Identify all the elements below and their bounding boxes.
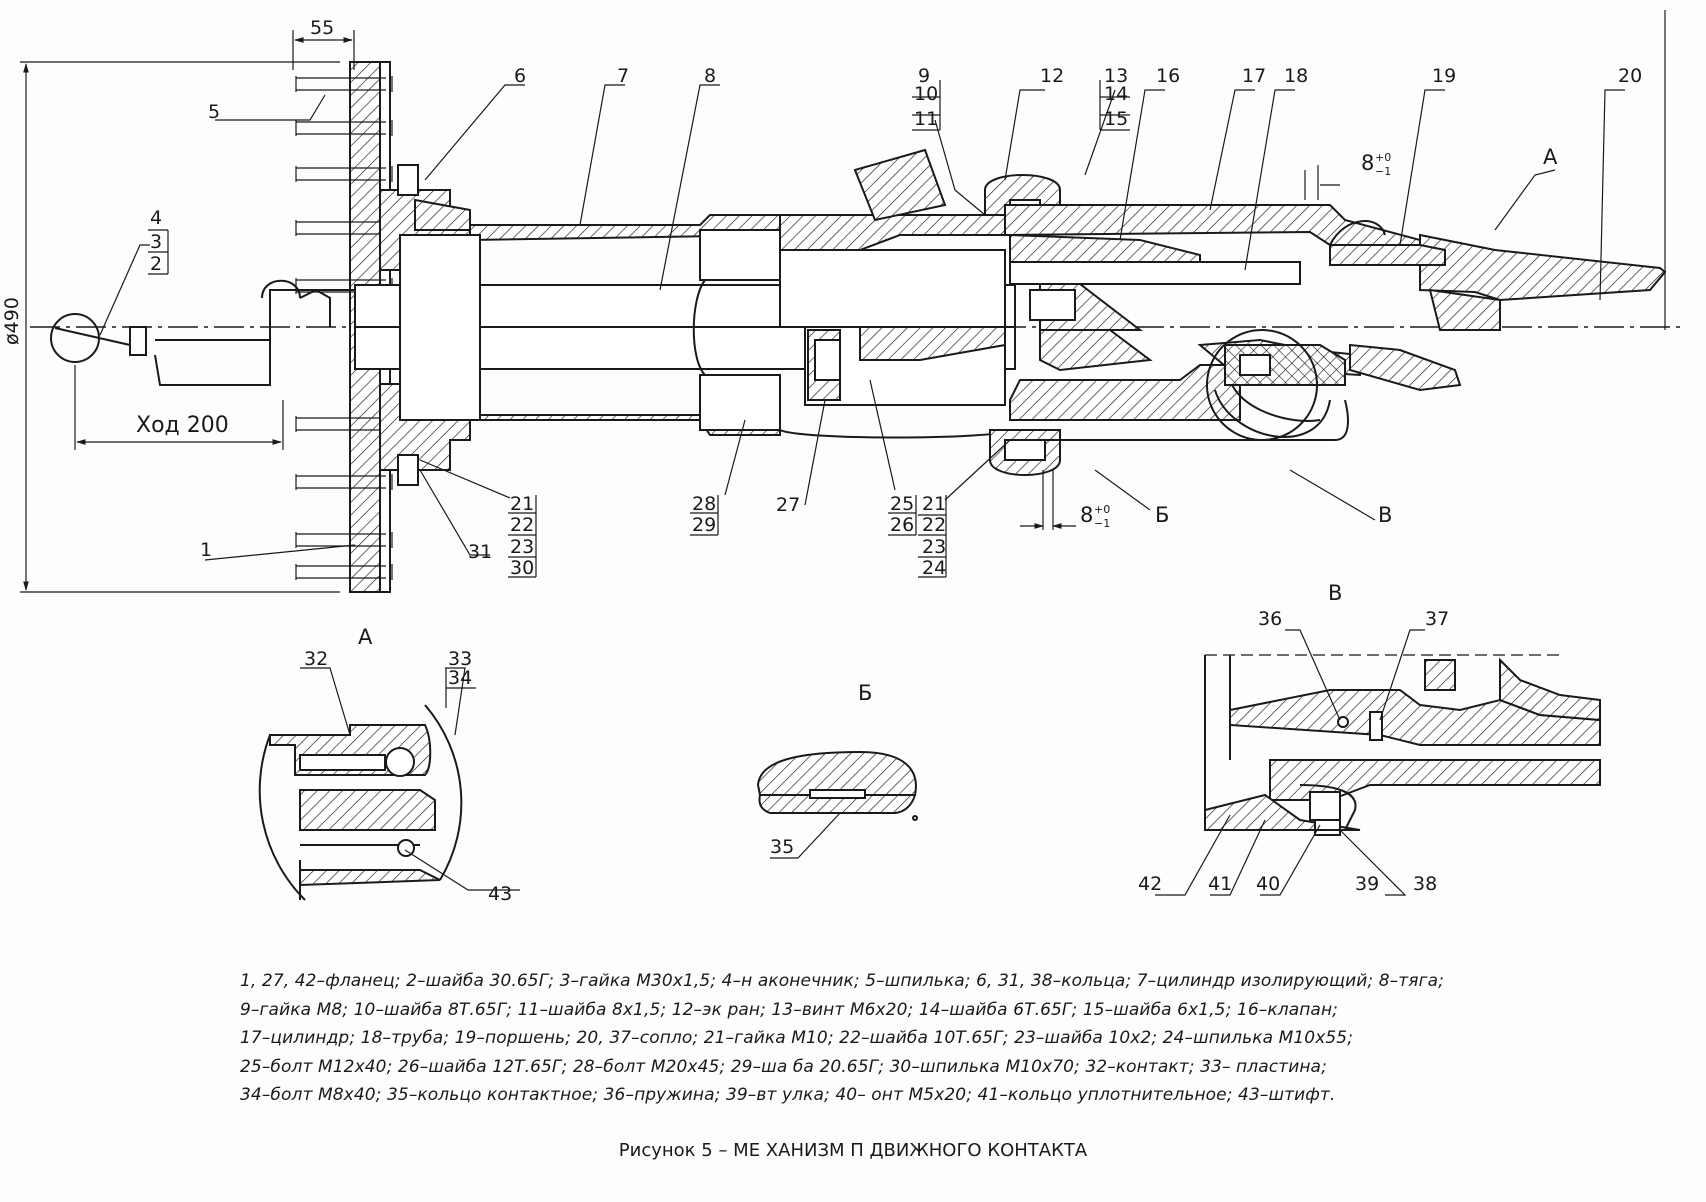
legend-line: 17–цилиндр; 18–труба; 19–поршень; 20, 37… — [240, 1028, 1354, 1048]
legend-line: 25–болт М12х40; 26–шайба 12Т.65Г; 28–бол… — [240, 1056, 1327, 1077]
callout-27: 27 — [776, 494, 800, 516]
callout-8: 8 — [704, 65, 716, 87]
callout-2: 2 — [150, 253, 162, 275]
callout-22-right: 22 — [922, 514, 946, 536]
callout-30: 30 — [510, 557, 534, 579]
figure-caption: Рисунок 5 – МЕ ХАНИЗМ П ДВИЖНОГО КОНТАКТ… — [618, 1140, 1088, 1161]
callout-16: 16 — [1156, 65, 1180, 87]
legend-line: 34–болт М8х40; 35–кольцо контактное; 36–… — [240, 1085, 1336, 1105]
callout-29: 29 — [692, 514, 716, 536]
callout-26: 26 — [890, 514, 914, 536]
dimension-lines — [20, 10, 1666, 593]
gap-bottom-tolerance-upper: +0 — [1094, 503, 1110, 516]
callout-22-left: 22 — [510, 514, 534, 536]
gap-top-tolerance-upper: +0 — [1375, 151, 1391, 164]
callout-9: 9 — [918, 65, 930, 87]
callout-23-left: 23 — [510, 536, 534, 558]
callout-39: 39 — [1355, 873, 1379, 895]
detail-a-title: А — [358, 625, 373, 649]
view-marker-b: Б — [1155, 503, 1169, 527]
gap-top-tolerance-lower: −1 — [1375, 165, 1391, 178]
callout-28: 28 — [692, 493, 716, 515]
cylinder-valve — [1004, 204, 1433, 441]
callout-19: 19 — [1432, 65, 1456, 87]
insulating-cylinder — [399, 214, 781, 436]
callout-38: 38 — [1413, 873, 1437, 895]
detail-a-view: А 32 33 34 43 — [258, 625, 520, 905]
nozzle — [1206, 220, 1667, 441]
callout-43: 43 — [488, 883, 512, 905]
callout-36: 36 — [1258, 608, 1282, 630]
callout-42: 42 — [1138, 873, 1162, 895]
view-marker-v: В — [1378, 503, 1392, 527]
callout-boxes — [148, 80, 1130, 578]
detail-v-title: В — [1328, 581, 1342, 605]
piston-body — [779, 148, 1061, 476]
callout-41: 41 — [1208, 873, 1232, 895]
callout-11: 11 — [914, 108, 938, 130]
callout-21-left: 21 — [510, 493, 534, 515]
callout-1: 1 — [200, 539, 212, 561]
legend-line: 9–гайка М8; 10–шайба 8Т.65Г; 11–шайба 8х… — [240, 999, 1338, 1020]
callout-23-right: 23 — [922, 536, 946, 558]
view-marker-a: А — [1543, 145, 1558, 169]
callout-4: 4 — [150, 207, 162, 229]
callout-35: 35 — [770, 836, 794, 858]
gap-bottom-tolerance-lower: −1 — [1094, 517, 1110, 530]
callout-5: 5 — [208, 101, 220, 123]
detail-v-view: В 36 37 42 41 40 39 38 — [1138, 581, 1601, 896]
callout-25: 25 — [890, 493, 914, 515]
gap-dimension-bottom: 8 — [1080, 503, 1093, 527]
main-assembly-view: ø490 55 Ход 200 8 +0 −1 8 +0 −1 5 6 7 8 … — [1, 10, 1680, 593]
callout-10: 10 — [914, 83, 938, 105]
callout-21-right: 21 — [922, 493, 946, 515]
callout-37: 37 — [1425, 608, 1449, 630]
callout-34: 34 — [448, 667, 472, 689]
gap-dimension-top: 8 — [1361, 151, 1374, 175]
detail-b-view: Б 35 — [756, 681, 918, 859]
callout-13: 13 — [1104, 65, 1128, 87]
callout-20: 20 — [1618, 65, 1642, 87]
callout-12: 12 — [1040, 65, 1064, 87]
callout-24: 24 — [922, 557, 946, 579]
parts-legend: 1, 27, 42–фланец; 2–шайба 30.65Г; 3–гайк… — [240, 967, 1680, 1110]
callout-31: 31 — [468, 541, 492, 563]
callout-14: 14 — [1104, 83, 1128, 105]
stroke-dimension: Ход 200 — [136, 413, 229, 438]
leader-lines — [99, 84, 1625, 561]
callout-18: 18 — [1284, 65, 1308, 87]
callout-40: 40 — [1256, 873, 1280, 895]
callout-32: 32 — [304, 648, 328, 670]
diameter-dimension: ø490 — [1, 297, 23, 345]
detail-b-title: Б — [858, 681, 872, 705]
width-dimension: 55 — [310, 17, 334, 39]
callout-17: 17 — [1242, 65, 1266, 87]
callout-3: 3 — [150, 231, 162, 253]
callout-6: 6 — [514, 65, 526, 87]
callout-7: 7 — [617, 65, 629, 87]
callout-15: 15 — [1104, 108, 1128, 130]
legend-line: 1, 27, 42–фланец; 2–шайба 30.65Г; 3–гайк… — [240, 971, 1444, 991]
callout-33: 33 — [448, 648, 472, 670]
